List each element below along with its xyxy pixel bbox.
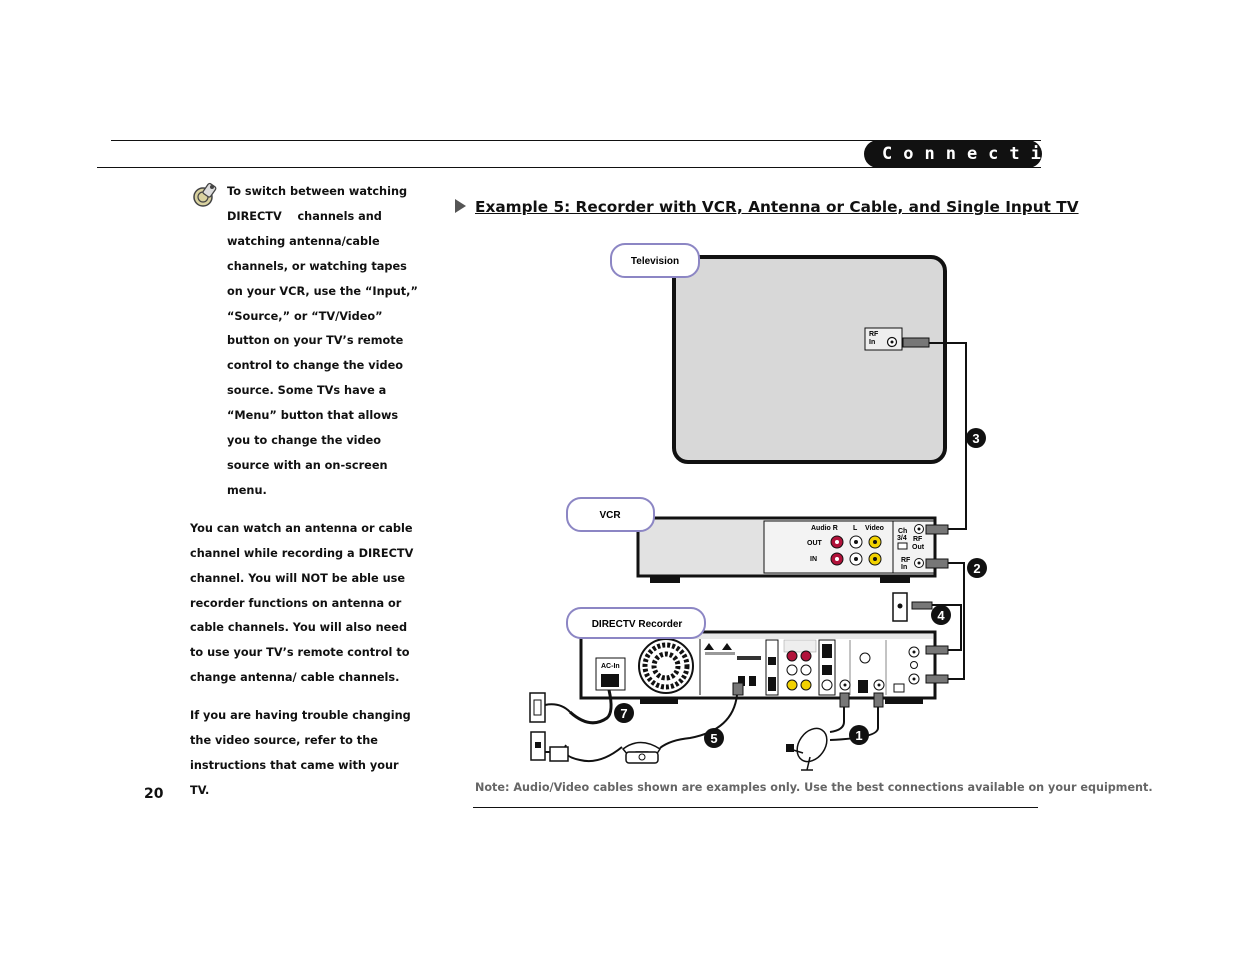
telephone-icon: [621, 741, 662, 764]
svg-text:Out: Out: [912, 544, 925, 551]
svg-text:AC-In: AC-In: [601, 663, 620, 670]
tip-paragraph: To switch between watching DIRECTV chann…: [227, 185, 418, 497]
sidebar-tips: To switch between watching DIRECTV chann…: [190, 180, 418, 817]
satellite-dish-icon: [786, 727, 828, 771]
svg-text:7: 7: [620, 706, 627, 721]
svg-text:5: 5: [710, 731, 717, 746]
header-rule-bottom: [97, 167, 1041, 168]
tv-rf-label: RF: [869, 331, 879, 338]
tip-paragraph: You can watch an antenna or cable channe…: [190, 521, 414, 685]
callout-5: [704, 728, 724, 748]
callout-1: [849, 725, 869, 745]
footer-rule: [473, 807, 1038, 808]
television: RF In: [672, 255, 947, 464]
svg-text:L: L: [853, 525, 858, 532]
svg-text:VCR: VCR: [599, 510, 621, 521]
header-rule-top: [111, 140, 1041, 141]
vcr-label: VCR: [566, 497, 655, 532]
svg-text:DIRECTV Recorder: DIRECTV Recorder: [592, 619, 683, 630]
svg-text:Television: Television: [631, 256, 679, 267]
callout-7: [614, 703, 634, 723]
svg-text:1: 1: [855, 728, 862, 743]
example-heading-text: Example 5: Recorder with VCR, Antenna or…: [475, 198, 1079, 216]
page-number: 20: [144, 786, 164, 802]
callout-3: [966, 428, 986, 448]
svg-text:In: In: [901, 564, 907, 571]
example-heading: Example 5: Recorder with VCR, Antenna or…: [455, 198, 1079, 216]
television-label: Television: [610, 243, 700, 278]
svg-text:RF: RF: [913, 536, 923, 543]
svg-text:2: 2: [973, 561, 980, 576]
section-tab: Connecting: [864, 140, 1083, 168]
svg-text:Audio R: Audio R: [811, 525, 838, 532]
svg-text:3/4: 3/4: [897, 535, 907, 542]
vcr: Audio R L Video OUT IN Ch 3/4 RF Out RF …: [636, 516, 949, 583]
recorder-label: DIRECTV Recorder: [566, 607, 706, 639]
svg-text:3: 3: [972, 431, 979, 446]
tip-paragraph: If you are having trouble changing the v…: [190, 709, 411, 797]
svg-text:Video: Video: [865, 525, 884, 532]
callout-2: [967, 558, 987, 578]
svg-text:RF: RF: [901, 557, 911, 564]
tv-in-label: In: [869, 339, 875, 346]
svg-text:OUT: OUT: [807, 540, 823, 547]
svg-text:Ch: Ch: [898, 528, 907, 535]
svg-text:4: 4: [937, 608, 945, 623]
callout-4: [931, 605, 951, 625]
triangle-bullet-icon: [455, 199, 466, 213]
svg-text:IN: IN: [810, 556, 817, 563]
directv-recorder: AC-In: [579, 630, 949, 704]
equipment-note: Note: Audio/Video cables shown are examp…: [475, 781, 1153, 794]
tip-icon: [193, 182, 217, 207]
